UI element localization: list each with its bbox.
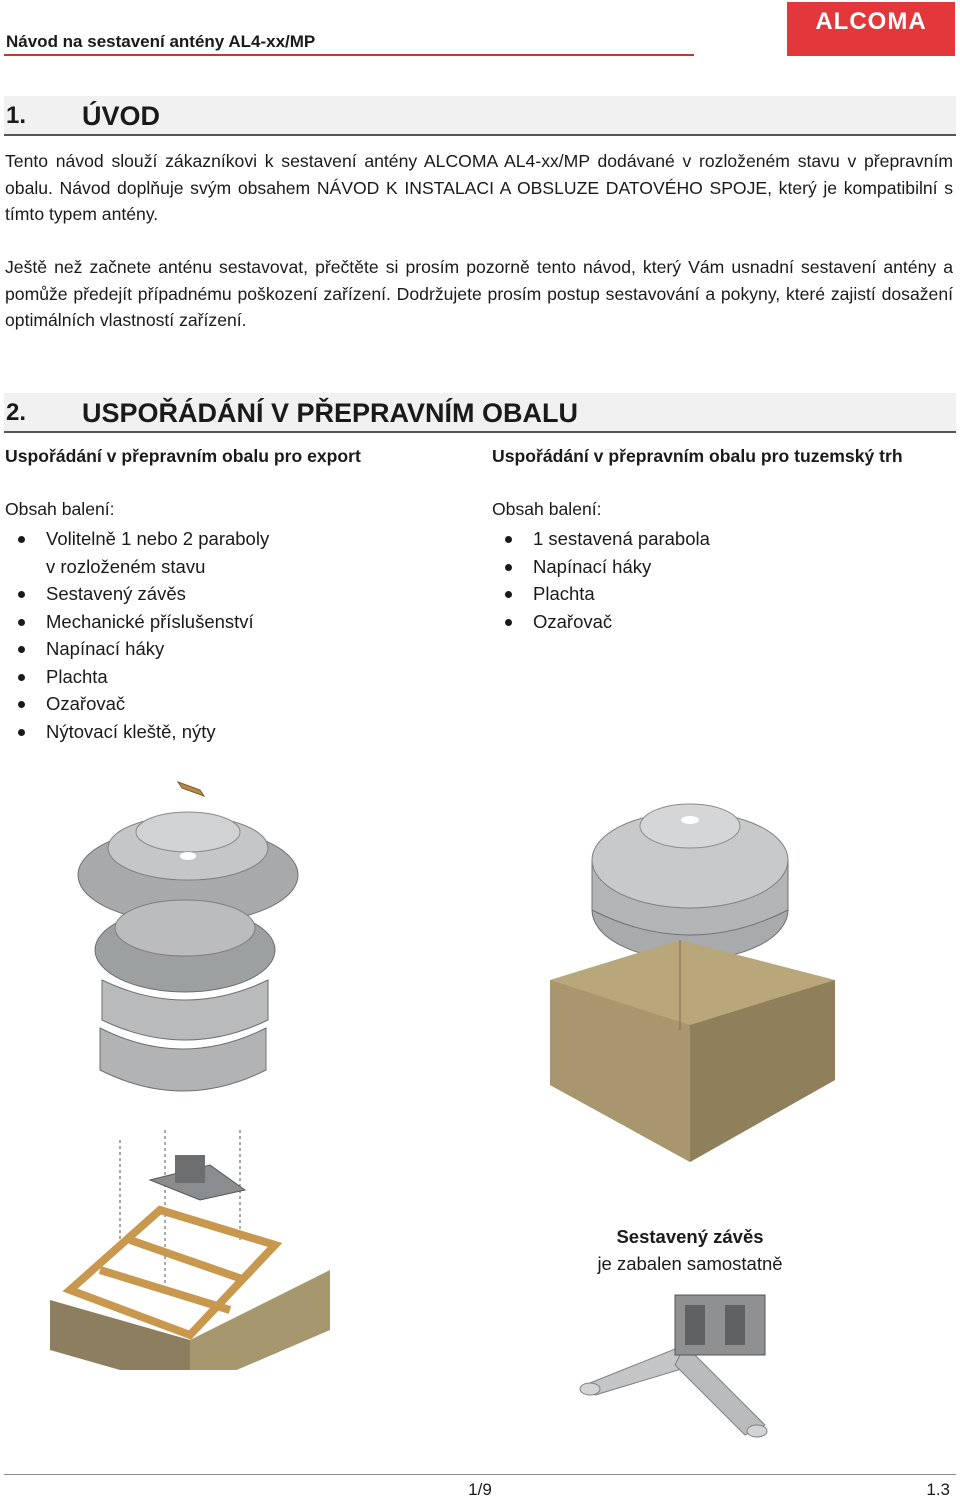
page-number: 1/9 bbox=[468, 1480, 492, 1499]
alcoma-logo: ALCOMA bbox=[787, 2, 955, 56]
export-heading: Uspořádání v přepravním obalu pro export bbox=[5, 446, 361, 466]
section-2-number: 2. bbox=[6, 399, 27, 426]
section-2-heading: 2. USPOŘÁDÁNÍ V PŘEPRAVNÍM OBALU bbox=[4, 393, 956, 433]
hanger-caption-title: Sestavený závěs bbox=[616, 1226, 764, 1247]
list-item: 1 sestavená parabola bbox=[491, 525, 891, 553]
list-item: Sestavený závěs bbox=[4, 580, 304, 608]
hanger-illustration bbox=[579, 1294, 768, 1438]
list-item: Ozařovač bbox=[491, 608, 891, 636]
document-title: Návod na sestavení antény AL4-xx/MP bbox=[6, 32, 316, 51]
export-contents-label: Obsah balení: bbox=[5, 499, 115, 519]
export-contents-list: Volitelně 1 nebo 2 paraboly v rozloženém… bbox=[4, 525, 304, 745]
intro-paragraph-1: Tento návod slouží zákazníkovi k sestave… bbox=[5, 151, 953, 224]
hanger-caption: Sestavený závěs je zabalen samostatně bbox=[560, 1223, 820, 1277]
intro-paragraph-2: Ještě než začnete anténu sestavovat, pře… bbox=[5, 257, 953, 330]
list-item: Ozařovač bbox=[4, 690, 304, 718]
list-item: Volitelně 1 nebo 2 paraboly v rozloženém… bbox=[4, 525, 276, 580]
document-version: 1.3 bbox=[926, 1480, 950, 1499]
section-2-title: USPOŘÁDÁNÍ V PŘEPRAVNÍM OBALU bbox=[82, 398, 579, 428]
domestic-contents-list: 1 sestavená parabola Napínací háky Plach… bbox=[491, 525, 891, 635]
section-1-heading: 1. ÚVOD bbox=[4, 96, 956, 136]
title-rule bbox=[4, 54, 694, 56]
domestic-heading: Uspořádání v přepravním obalu pro tuzems… bbox=[492, 446, 903, 466]
section-1-number: 1. bbox=[6, 102, 27, 129]
domestic-contents-label: Obsah balení: bbox=[492, 499, 602, 519]
export-package-illustration bbox=[50, 781, 330, 1370]
domestic-package-illustration bbox=[550, 803, 835, 1162]
list-item: Plachta bbox=[4, 663, 304, 691]
footer-rule bbox=[4, 1474, 956, 1475]
hanger-caption-text: je zabalen samostatně bbox=[597, 1253, 783, 1274]
list-item: Nýtovací kleště, nýty bbox=[4, 718, 304, 746]
list-item: Napínací háky bbox=[4, 635, 304, 663]
list-item: Plachta bbox=[491, 580, 891, 608]
list-item: Mechanické příslušenství bbox=[4, 608, 304, 636]
list-item: Napínací háky bbox=[491, 553, 891, 581]
section-1-title: ÚVOD bbox=[82, 101, 161, 131]
